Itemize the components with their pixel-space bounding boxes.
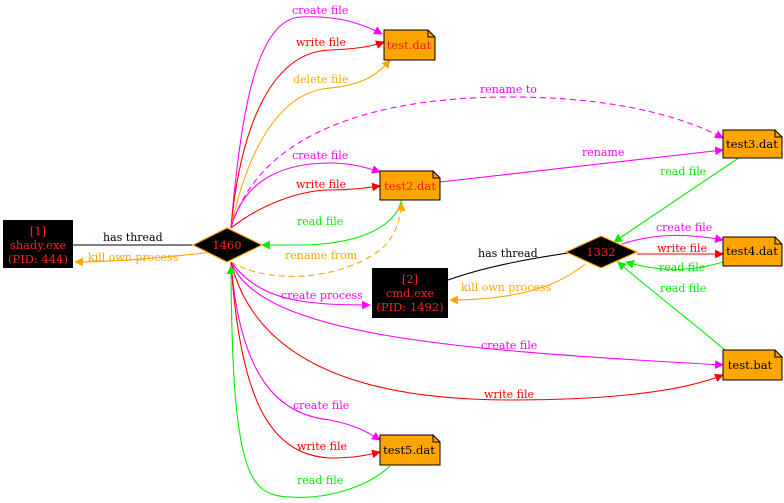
edge-create-file-test — [230, 16, 383, 229]
label-write-file-test4: write file — [657, 242, 707, 255]
thread-node-1460[interactable]: 1460 — [191, 227, 264, 263]
label-rename: rename — [582, 146, 624, 159]
edge-read-file-test2 — [261, 197, 403, 250]
label-create-file-bat: create file — [481, 339, 537, 352]
edge-create-file-test2 — [230, 162, 381, 229]
file-node-test-dat[interactable]: test.dat — [383, 29, 436, 61]
label-rename-to: rename to — [480, 83, 537, 96]
file-node-test2-dat-label: test2.dat — [384, 179, 436, 193]
label-create-file-test: create file — [292, 4, 348, 17]
label-create-file-test5: create file — [293, 399, 349, 412]
edge-create-file-test4 — [621, 234, 724, 245]
label-write-file-test5: write file — [297, 440, 347, 453]
edge-labels: create file write file delete file renam… — [88, 4, 712, 487]
edge-kill-own-process-1492 — [449, 263, 586, 305]
label-write-file-test: write file — [296, 36, 346, 49]
file-node-test-dat-label: test.dat — [387, 38, 432, 52]
label-write-file-bat: write file — [484, 388, 534, 401]
process-node-cmd-id: [2] — [402, 272, 418, 286]
process-node-shady-id: [1] — [30, 224, 46, 238]
label-kill-own-process-1492: kill own process — [461, 281, 552, 294]
label-delete-file-test: delete file — [293, 73, 348, 86]
label-has-thread-1460: has thread — [103, 231, 163, 244]
edge-write-file-test — [230, 40, 385, 229]
edge-read-file-bat — [617, 261, 726, 351]
label-create-process: create process — [281, 289, 363, 302]
label-read-file-test3: read file — [660, 165, 706, 178]
edge-delete-file-test — [230, 59, 391, 229]
thread-node-1460-label: 1460 — [212, 238, 241, 252]
edge-rename-to-test3 — [230, 96, 724, 229]
file-node-test3-dat[interactable]: test3.dat — [722, 129, 783, 159]
edge-create-process-cmd — [230, 261, 371, 310]
edge-create-file-test5 — [230, 261, 381, 441]
process-node-shady-name: shady.exe — [10, 238, 66, 252]
file-node-test5-dat[interactable]: test5.dat — [379, 434, 441, 466]
edge-rename-test3 — [439, 146, 724, 183]
file-node-test4-dat-label: test4.dat — [726, 244, 778, 258]
process-node-shady-pid: (PID: 444) — [8, 252, 68, 266]
label-kill-own-process-444: kill own process — [88, 251, 179, 264]
label-read-file-bat: read file — [660, 282, 706, 295]
file-node-test5-dat-label: test5.dat — [383, 443, 435, 457]
edge-write-file-bat — [230, 261, 724, 401]
file-node-test4-dat[interactable]: test4.dat — [722, 236, 783, 267]
edge-write-file-test2 — [230, 182, 381, 229]
label-create-file-test2: create file — [292, 149, 348, 162]
file-node-test2-dat[interactable]: test2.dat — [379, 170, 441, 201]
label-has-thread-1332: has thread — [478, 247, 538, 260]
label-read-file-test2: read file — [297, 215, 343, 228]
edge-write-file-test5 — [230, 261, 381, 459]
edges — [73, 16, 741, 498]
edge-read-file-test5 — [226, 265, 391, 498]
file-node-test-bat[interactable]: test.bat — [722, 349, 783, 381]
label-read-file-test5: read file — [297, 474, 343, 487]
thread-node-1332-label: 1332 — [586, 245, 615, 259]
edge-kill-own-process-444 — [74, 251, 214, 267]
file-node-test3-dat-label: test3.dat — [726, 137, 778, 151]
edge-rename-from-test2 — [230, 202, 406, 277]
label-read-file-test4: read file — [659, 261, 705, 274]
edge-read-file-test4 — [625, 260, 724, 271]
edge-has-thread-1332 — [447, 251, 576, 281]
label-rename-from: rename from — [285, 249, 358, 262]
thread-node-1332[interactable]: 1332 — [564, 235, 639, 269]
process-node-cmd[interactable]: [2] cmd.exe (PID: 1492) — [372, 268, 448, 318]
edge-create-file-bat — [230, 261, 724, 369]
edge-read-file-test3 — [613, 156, 741, 243]
process-node-shady[interactable]: [1] shady.exe (PID: 444) — [3, 220, 73, 268]
label-create-file-test4: create file — [656, 221, 712, 234]
process-node-cmd-name: cmd.exe — [386, 286, 435, 300]
file-node-test-bat-label: test.bat — [728, 358, 773, 372]
label-write-file-test2: write file — [296, 178, 346, 191]
process-node-cmd-pid: (PID: 1492) — [376, 300, 443, 314]
